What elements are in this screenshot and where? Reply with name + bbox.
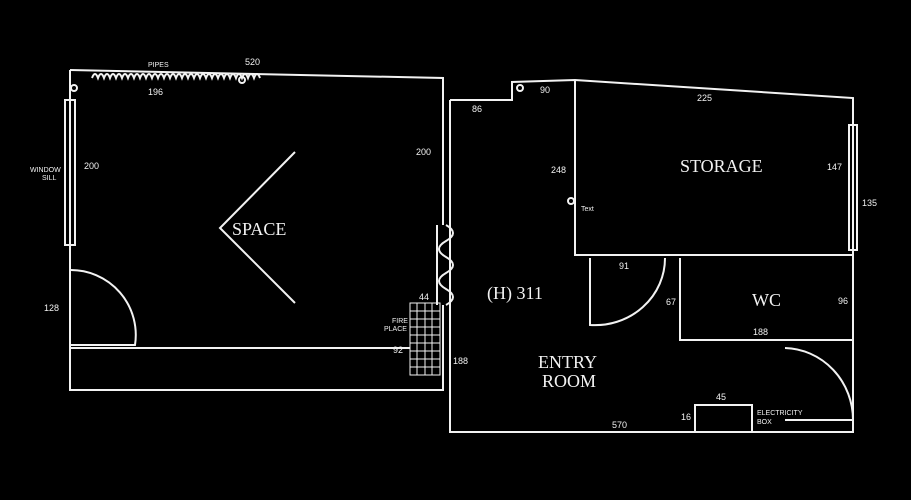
dim-91: 91 <box>619 261 629 271</box>
dim-86: 86 <box>472 104 482 114</box>
dim-92: 92 <box>393 345 403 355</box>
window-sill <box>64 99 76 246</box>
pipe-inlet-icon <box>70 84 78 92</box>
dim-45: 45 <box>716 392 726 402</box>
room-label-hall: (H) 311 <box>487 283 543 304</box>
dim-90: 90 <box>540 85 550 95</box>
dim-44: 44 <box>419 292 429 302</box>
door-swing-exit <box>784 347 855 421</box>
room-label-wc: WC <box>752 290 781 310</box>
entry-room-walls <box>449 78 854 433</box>
dim-570: 570 <box>612 420 627 430</box>
door-swing-space <box>69 268 137 346</box>
dim-16: 16 <box>681 412 691 422</box>
room-label-space: SPACE <box>232 219 286 239</box>
dim-96: 96 <box>838 296 848 306</box>
electricity-box <box>694 404 753 433</box>
fireplace-grid <box>409 302 441 376</box>
dim-520: 520 <box>245 57 260 67</box>
room-label-entry-2: ROOM <box>542 371 596 391</box>
dim-135: 135 <box>862 198 877 208</box>
dim-67: 67 <box>666 297 676 307</box>
room-label-entry: ENTRY <box>538 352 597 372</box>
label-fire-place-2: PLACE <box>384 326 407 333</box>
room-label-storage: STORAGE <box>680 156 763 176</box>
label-window-sill: WINDOW <box>30 167 61 174</box>
dim-225: 225 <box>697 93 712 103</box>
storage-window <box>848 124 858 251</box>
space-room-walls <box>69 69 444 391</box>
outlet-icon <box>516 84 524 92</box>
label-window-sill-2: SILL <box>42 175 57 182</box>
space-arrow <box>218 151 296 304</box>
label-fire-place: FIRE <box>392 318 408 325</box>
dim-188-entry: 188 <box>453 356 468 366</box>
dim-200-right: 200 <box>416 147 431 157</box>
pipe-outlet-icon <box>238 76 246 84</box>
label-pipes: PIPES <box>148 62 169 69</box>
dim-200-left: 200 <box>84 161 99 171</box>
label-text: Text <box>581 206 594 213</box>
dim-128: 128 <box>44 303 59 313</box>
pipes-coil <box>91 73 261 81</box>
dim-248: 248 <box>551 165 566 175</box>
dim-196: 196 <box>148 87 163 97</box>
dim-147: 147 <box>827 162 842 172</box>
door-swing-entry <box>589 257 667 327</box>
label-electricity-box: ELECTRICITY <box>757 410 803 417</box>
dim-188-wc: 188 <box>753 327 768 337</box>
curtain-squiggle <box>438 224 454 306</box>
label-electricity-box-2: BOX <box>757 419 772 426</box>
outlet-icon <box>567 197 575 205</box>
